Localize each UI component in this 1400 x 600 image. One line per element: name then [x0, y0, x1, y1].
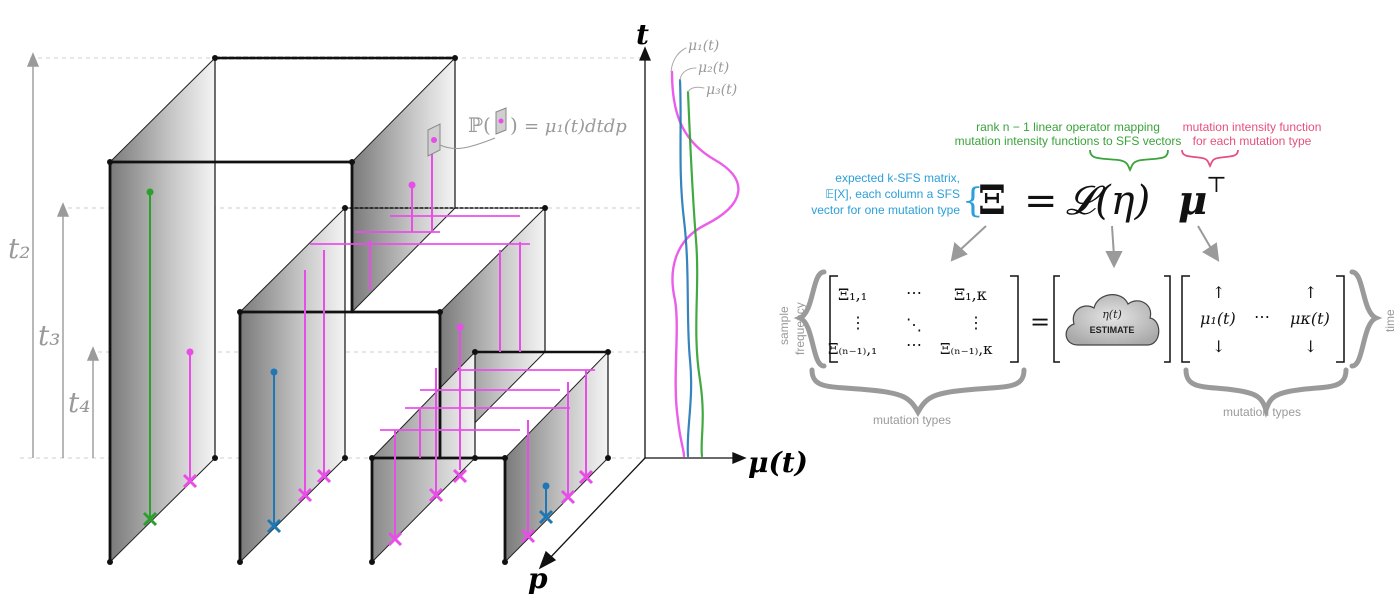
brace-sfs: { — [962, 181, 984, 221]
xi-cdots-top: ⋯ — [906, 283, 922, 302]
xi-nk: Ξ₍ₙ₋₁₎,κ — [940, 340, 993, 358]
xi-ddots: ⋱ — [906, 315, 922, 334]
panel-root-right — [351, 56, 456, 314]
curve-label-mu3: μ₃(t) — [706, 82, 737, 98]
annotation-intensity-line2: for each mutation type — [1193, 134, 1312, 148]
bracket-xi-right — [1010, 275, 1019, 363]
annotation-operator-line2: mutation intensity functions to SFS vect… — [955, 134, 1182, 148]
xi-11: Ξ₁,₁ — [838, 285, 867, 304]
xi-cdots-bottom: ⋯ — [906, 335, 922, 354]
matrix-equals: = — [1030, 308, 1050, 336]
curve-mu3 — [686, 90, 704, 458]
mu1-down-arrow: ↓ — [1212, 337, 1225, 356]
axis-mu-label: μ(t) — [748, 446, 808, 479]
axes — [538, 46, 747, 570]
tree-diagram: t₂ t₃ t₄ t p μ(t) — [8, 18, 808, 595]
muk-label: μκ(t) — [1290, 309, 1330, 328]
mu-cdots: ⋯ — [1254, 307, 1270, 326]
p-axis — [547, 457, 646, 561]
xi-vdots-right: ⋮ — [968, 313, 984, 332]
equation-equals: = — [1024, 178, 1058, 224]
equation-transpose: ⊤ — [1206, 173, 1227, 198]
xi-n1: Ξ₍ₙ₋₁₎,₁ — [828, 340, 877, 358]
bracket-mu-right — [1336, 275, 1345, 363]
tree-vertices — [107, 55, 611, 565]
panel-root-left — [109, 56, 216, 564]
mutation-types-left: mutation types — [873, 413, 951, 427]
muk-up-arrow: ↑ — [1304, 283, 1317, 302]
brace-operator — [1089, 149, 1169, 173]
xi-1k: Ξ₁,κ — [954, 285, 987, 304]
brace-time — [1349, 269, 1383, 369]
xi-vdots-left: ⋮ — [850, 313, 866, 332]
equation-lhs: Ξ — [978, 177, 1006, 224]
muk-down-arrow: ↓ — [1304, 337, 1317, 356]
probability-suffix: ) — [510, 113, 518, 137]
bracket-cloud-right — [1164, 275, 1171, 363]
annotation-operator-line1: rank n − 1 linear operator mapping — [976, 120, 1160, 134]
mutation-horizontals — [310, 215, 595, 431]
equation-rhs: μ — [1178, 177, 1207, 224]
bracket-cloud-left — [1053, 275, 1060, 363]
cloud-estimate: ESTIMATE — [1090, 325, 1135, 335]
estimate-cloud — [1065, 294, 1160, 346]
curve-label-mu1: μ₁(t) — [688, 38, 719, 54]
derivation-arrows — [950, 225, 1220, 269]
cloud-eta: η(t) — [1102, 308, 1122, 321]
brace-sample-frequency — [793, 269, 827, 369]
panel-node3-right — [504, 350, 609, 564]
brace-mutation-types-left — [809, 367, 1027, 418]
curve-mu1 — [670, 70, 740, 458]
annotation-sfs-line1: expected k-SFS matrix, — [835, 171, 960, 185]
tree-panels — [109, 56, 609, 564]
time-label: time — [1383, 309, 1397, 332]
mu1-up-arrow: ↑ — [1212, 283, 1225, 302]
curve-mu2 — [678, 78, 693, 458]
bracket-xi-left — [829, 275, 838, 363]
probability-annotation: ℙ( ) = μ₁(t)dtdp — [427, 107, 627, 157]
label-t4: t₄ — [68, 386, 90, 419]
mutation-types-right: mutation types — [1223, 405, 1301, 419]
axis-p-label: p — [528, 562, 548, 595]
time-arrows — [26, 52, 100, 458]
brace-intensity — [1181, 149, 1239, 169]
equation-operator: 𝓛(η) — [1066, 178, 1150, 224]
annotation-sfs-line3: vector for one mutation type — [811, 203, 960, 217]
panel-node2-left — [239, 206, 346, 564]
probability-prefix: ℙ( — [468, 113, 491, 137]
mu1-label: μ₁(t) — [1200, 309, 1236, 328]
brace-mutation-types-right — [1183, 367, 1349, 418]
row-label-sample: sample — [777, 306, 791, 345]
label-t3: t₃ — [38, 319, 60, 352]
annotation-intensity-line1: mutation intensity function — [1183, 120, 1322, 134]
probability-formula: = μ₁(t)dtdp — [524, 116, 627, 137]
annotation-sfs-line2: 𝔼[X], each column a SFS — [825, 187, 960, 201]
curve-label-mu2: μ₂(t) — [698, 60, 729, 76]
label-t2: t₂ — [8, 232, 30, 265]
intensity-curves — [670, 47, 740, 458]
bracket-mu-left — [1181, 275, 1190, 363]
equation-block: rank n − 1 linear operator mapping mutat… — [777, 120, 1397, 427]
axis-t-label: t — [636, 18, 649, 51]
tree-edges — [108, 56, 610, 564]
